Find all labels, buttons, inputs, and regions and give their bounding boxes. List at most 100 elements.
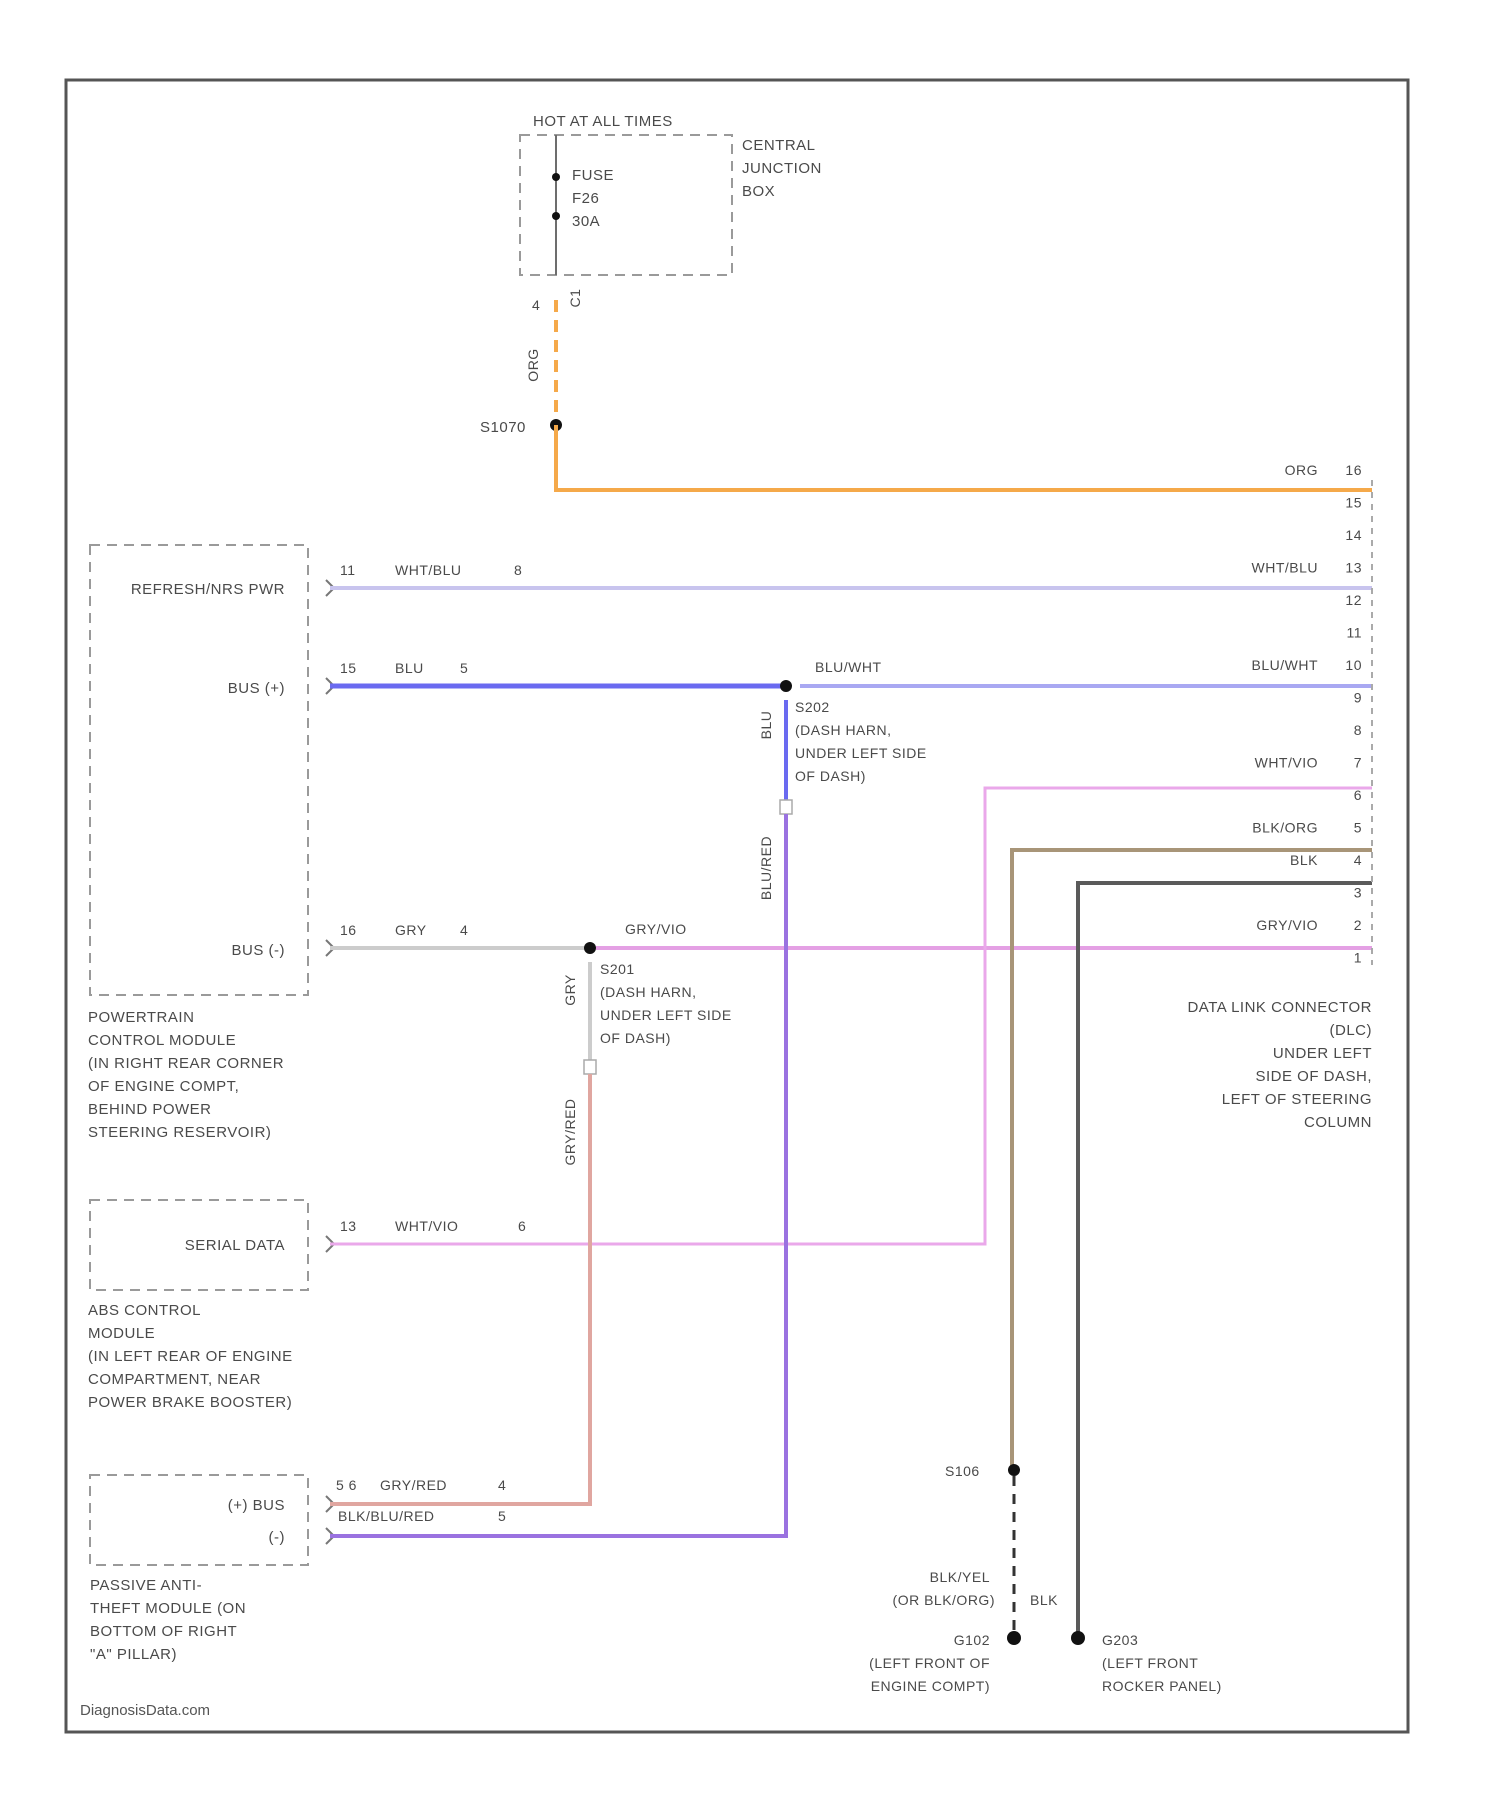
- splice-s201: [584, 942, 596, 954]
- abs-desc-2: MODULE: [88, 1325, 155, 1342]
- dlc-pin-9: 9: [1354, 690, 1362, 706]
- pcm-pin-11: 11: [340, 562, 356, 578]
- blk-blu-red-label-left: BLK/BLU/RED: [338, 1508, 435, 1524]
- gry-red-label-left: GRY/RED: [380, 1477, 447, 1493]
- g203-label-1: G203: [1102, 1632, 1138, 1648]
- splice-s106: [1008, 1464, 1020, 1476]
- dlc-pin-5: 5: [1354, 820, 1362, 836]
- wht-blu-wire: 11 WHT/BLU 8: [326, 562, 1372, 596]
- dlc-wire-labels: ORGWHT/BLUBLU/WHTWHT/VIOBLK/ORGBLKGRY/VI…: [1252, 462, 1319, 933]
- dlc-wire-label-pin-13: WHT/BLU: [1252, 560, 1319, 576]
- pcm-pin-name-bus-minus: BUS (-): [232, 942, 286, 959]
- pcm-desc-6: STEERING RESERVOIR): [88, 1124, 271, 1141]
- fuse-rating: 30A: [572, 213, 600, 230]
- powertrain-control-module: REFRESH/NRS PWR BUS (+) BUS (-) POWERTRA…: [88, 545, 308, 1141]
- pcm-pin-name-refresh: REFRESH/NRS PWR: [131, 581, 285, 598]
- org-wire: ORG S1070: [480, 300, 1372, 490]
- gry-vio-label-left: GRY/VIO: [625, 921, 687, 937]
- junction-box-name-1: CENTRAL: [742, 137, 816, 154]
- dlc-pin-8: 8: [1354, 722, 1362, 738]
- s201-vertical-gry-label: GRY: [562, 974, 578, 1006]
- dlc-wire-label-pin-4: BLK: [1290, 852, 1318, 868]
- pcm-desc-2: CONTROL MODULE: [88, 1032, 236, 1049]
- wht-vio-label-left: WHT/VIO: [395, 1218, 458, 1234]
- dlc-wire-label-pin-2: GRY/VIO: [1256, 917, 1318, 933]
- dlc-pin-13: 13: [1345, 560, 1362, 576]
- abs-desc-5: POWER BRAKE BOOSTER): [88, 1394, 292, 1411]
- s202-label-1: S202: [795, 699, 830, 715]
- pcm-conn-pin-4: 4: [460, 922, 468, 938]
- pcm-desc-5: BEHIND POWER: [88, 1101, 212, 1118]
- fuse-label: FUSE: [572, 167, 614, 184]
- pcm-pin-name-bus-plus: BUS (+): [228, 680, 285, 697]
- g102-label-1: G102: [954, 1632, 990, 1648]
- splice-s202-group: BLU/WHT BLU BLU/RED S202 (DASH HARN, UND…: [758, 659, 1372, 900]
- wht-vio-wire-run: [330, 788, 1372, 1244]
- pcm-desc-3: (IN RIGHT REAR CORNER: [88, 1055, 284, 1072]
- gry-red-wire-run: [330, 1074, 590, 1504]
- dlc-desc-5: LEFT OF STEERING: [1222, 1091, 1372, 1108]
- data-link-connector: 16151413121110987654321 ORGWHT/BLUBLU/WH…: [1187, 462, 1372, 1131]
- abs-desc-4: COMPARTMENT, NEAR: [88, 1371, 261, 1388]
- g203-label-2: (LEFT FRONT: [1102, 1655, 1198, 1671]
- dlc-pin-11: 11: [1346, 625, 1362, 641]
- watermark-text: DiagnosisData.com: [80, 1702, 210, 1719]
- pcm-conn-pin-8: 8: [514, 562, 522, 578]
- blk-org-wire-run: [1012, 850, 1372, 1470]
- s201-label-4: OF DASH): [600, 1030, 671, 1046]
- blk-yel-label: BLK/YEL: [930, 1569, 990, 1585]
- s201-label-2: (DASH HARN,: [600, 984, 697, 1000]
- dlc-pin-2: 2: [1354, 917, 1362, 933]
- s202-label-4: OF DASH): [795, 768, 866, 784]
- pcm-conn-pin-5: 5: [460, 660, 468, 676]
- diagram-frame: [66, 80, 1408, 1732]
- dlc-desc-3: UNDER LEFT: [1273, 1045, 1372, 1062]
- junction-box-name-3: BOX: [742, 183, 775, 200]
- dlc-wire-label-pin-16: ORG: [1285, 462, 1318, 478]
- s201-connector: [584, 1060, 596, 1074]
- hot-at-all-times-label: HOT AT ALL TIMES: [533, 113, 673, 130]
- org-wire-run: [556, 425, 1372, 490]
- dlc-pin-12: 12: [1345, 592, 1362, 608]
- fuse-connector-label: C1: [567, 289, 583, 308]
- fuse-terminal-bottom: [552, 212, 560, 220]
- pats-pin-name-minus: (-): [269, 1529, 286, 1546]
- fuse-pin-number: 4: [532, 297, 540, 313]
- splice-s1070-label: S1070: [480, 419, 526, 436]
- pats-desc-1: PASSIVE ANTI-: [90, 1577, 202, 1594]
- dlc-desc-4: SIDE OF DASH,: [1255, 1068, 1372, 1085]
- gry-label-left: GRY: [395, 922, 427, 938]
- dlc-desc-2: (DLC): [1330, 1022, 1373, 1039]
- dlc-wire-label-pin-7: WHT/VIO: [1255, 755, 1318, 771]
- s201-vertical-gry-red-label: GRY/RED: [562, 1098, 578, 1165]
- blu-label-left: BLU: [395, 660, 424, 676]
- s201-label-1: S201: [600, 961, 635, 977]
- pcm-outline: [90, 545, 308, 995]
- dlc-desc-1: DATA LINK CONNECTOR: [1187, 999, 1372, 1016]
- g203-label-3: ROCKER PANEL): [1102, 1678, 1222, 1694]
- ground-circuits: S106 BLK/YEL (OR BLK/ORG) BLK G102 (LEFT…: [869, 850, 1372, 1694]
- fuse-number: F26: [572, 190, 599, 207]
- dlc-desc-6: COLUMN: [1304, 1114, 1372, 1131]
- ground-g102: [1007, 1631, 1021, 1645]
- dlc-pin-4: 4: [1354, 852, 1362, 868]
- dlc-pin-3: 3: [1354, 885, 1362, 901]
- dlc-pin-6: 6: [1354, 787, 1362, 803]
- pcm-pin-15: 15: [340, 660, 357, 676]
- s202-label-3: UNDER LEFT SIDE: [795, 745, 927, 761]
- gry-wire: 16 GRY 4: [326, 922, 590, 956]
- junction-box-outline: [520, 135, 732, 275]
- splice-s201-group: GRY/VIO GRY GRY/RED S201 (DASH HARN, UND…: [562, 921, 1372, 1166]
- g102-label-2: (LEFT FRONT OF: [869, 1655, 990, 1671]
- pats-pin-name-bus: (+) BUS: [228, 1497, 285, 1514]
- pats-outline: [90, 1475, 308, 1565]
- s202-connector: [780, 800, 792, 814]
- blk-org-alt-label: (OR BLK/ORG): [893, 1592, 995, 1608]
- splice-s202: [780, 680, 792, 692]
- pats-pins-label: 5 6: [336, 1477, 357, 1493]
- central-junction-box: HOT AT ALL TIMES FUSE F26 30A CENTRAL JU…: [520, 113, 822, 313]
- dlc-pin-7: 7: [1354, 755, 1362, 771]
- pats-conn-pin-4: 4: [498, 1477, 506, 1493]
- s202-label-2: (DASH HARN,: [795, 722, 892, 738]
